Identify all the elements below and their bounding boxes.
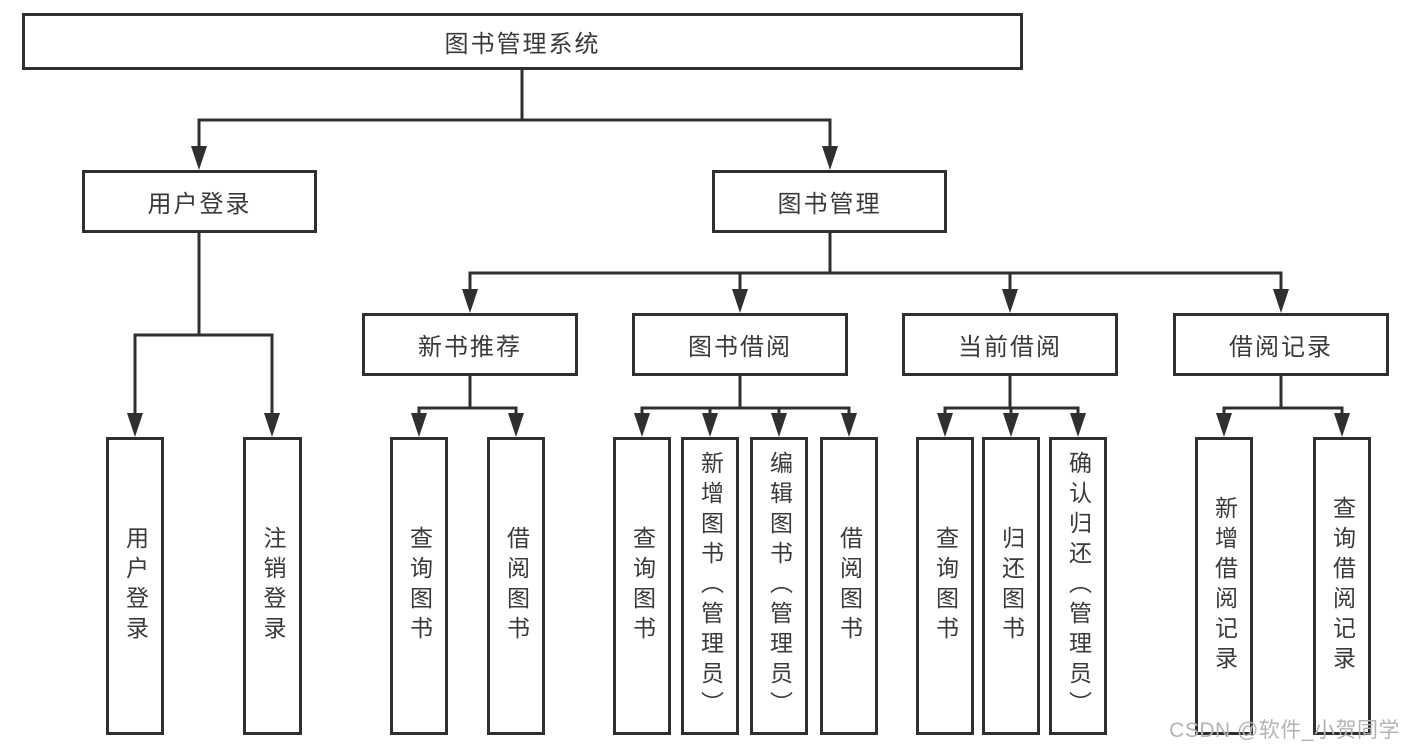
node-book-borrowing: 图书借阅 — [632, 313, 848, 376]
node-current-borrowing: 当前借阅 — [902, 313, 1118, 376]
leaf-logout: 注销登录 — [243, 437, 302, 735]
leaf-query-books-recommend: 查询图书 — [390, 437, 448, 735]
node-book-management: 图书管理 — [712, 170, 947, 233]
node-user-login: 用户登录 — [82, 170, 317, 233]
leaf-query-books-borrowing: 查询图书 — [613, 437, 671, 735]
node-borrow-records: 借阅记录 — [1173, 313, 1389, 376]
node-new-book-recommend: 新书推荐 — [362, 313, 578, 376]
leaf-query-borrow-record: 查询借阅记录 — [1313, 437, 1371, 735]
leaf-return-books: 归还图书 — [982, 437, 1040, 735]
leaf-add-book-admin: 新增图书（管理员） — [681, 437, 739, 735]
leaf-borrow-books-borrowing: 借阅图书 — [820, 437, 878, 735]
node-root: 图书管理系统 — [22, 13, 1023, 70]
leaf-confirm-return-admin: 确认归还（管理员） — [1049, 437, 1107, 735]
leaf-edit-book-admin: 编辑图书（管理员） — [750, 437, 808, 735]
leaf-user-login: 用户登录 — [106, 437, 164, 735]
leaf-query-books-current: 查询图书 — [916, 437, 974, 735]
leaf-add-borrow-record: 新增借阅记录 — [1195, 437, 1253, 735]
leaf-borrow-books-recommend: 借阅图书 — [487, 437, 545, 735]
csdn-watermark: CSDN @软件_小贺同学 — [1169, 719, 1400, 742]
